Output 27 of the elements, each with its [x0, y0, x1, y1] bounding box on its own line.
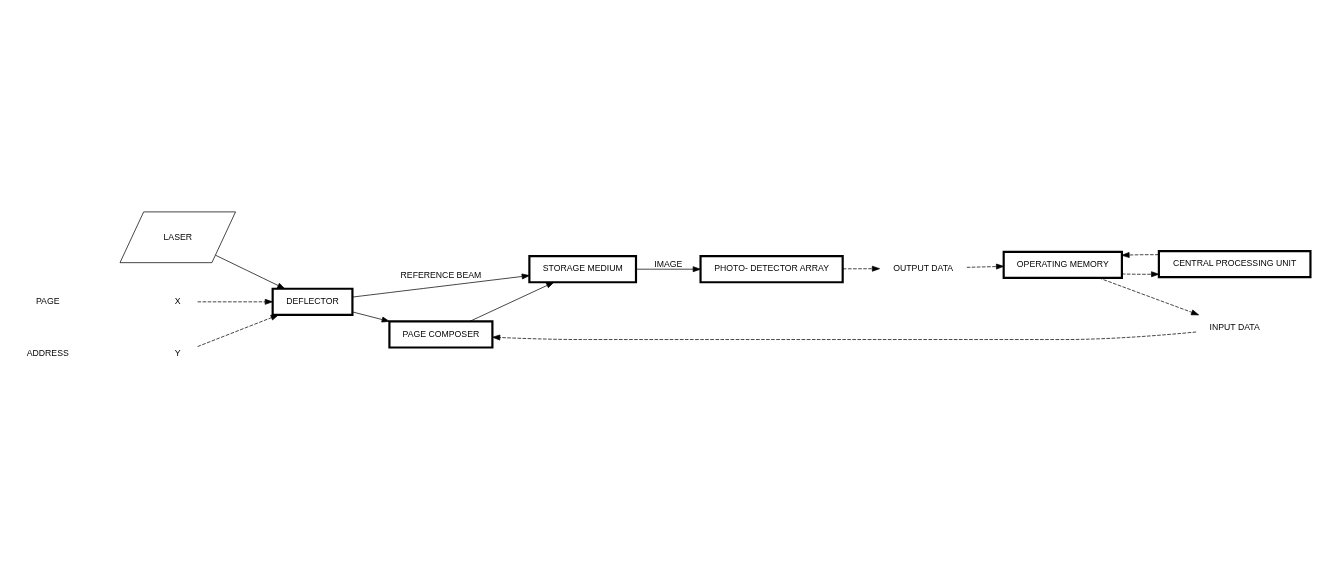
arrow: [635, 266, 701, 273]
arrow: [966, 263, 1004, 270]
arrow: [842, 265, 880, 272]
node-text: Y: [174, 348, 181, 359]
edge-label: IMAGE: [654, 258, 683, 269]
node-box: STORAGE MEDIUM: [528, 255, 638, 284]
arrow: [197, 314, 279, 347]
node-text: X: [174, 296, 181, 307]
label: PAGE: [35, 296, 60, 307]
arrow: [1121, 252, 1160, 258]
arrow: [1098, 277, 1200, 316]
node-text: INPUT DATA: [1209, 322, 1260, 333]
arrow: [492, 331, 1197, 341]
arrow: [352, 273, 530, 298]
node-box: OPERATING MEMORY: [1002, 250, 1123, 279]
node-text: OUTPUT DATA: [893, 262, 954, 273]
label: ADDRESS: [26, 348, 69, 359]
arrow: [215, 254, 286, 290]
node-box: PHOTO- DETECTOR ARRAY: [699, 255, 844, 284]
arrow: [469, 281, 555, 322]
arrow: [352, 311, 390, 323]
arrow: [197, 298, 273, 305]
node-box: DEFLECTOR: [271, 287, 354, 316]
arrow: [1121, 271, 1160, 278]
node-box: CENTRAL PROCESSING UNIT: [1157, 249, 1312, 279]
node-box: PAGE COMPOSER: [388, 320, 494, 349]
edge-label: REFERENCE BEAM: [400, 270, 482, 281]
